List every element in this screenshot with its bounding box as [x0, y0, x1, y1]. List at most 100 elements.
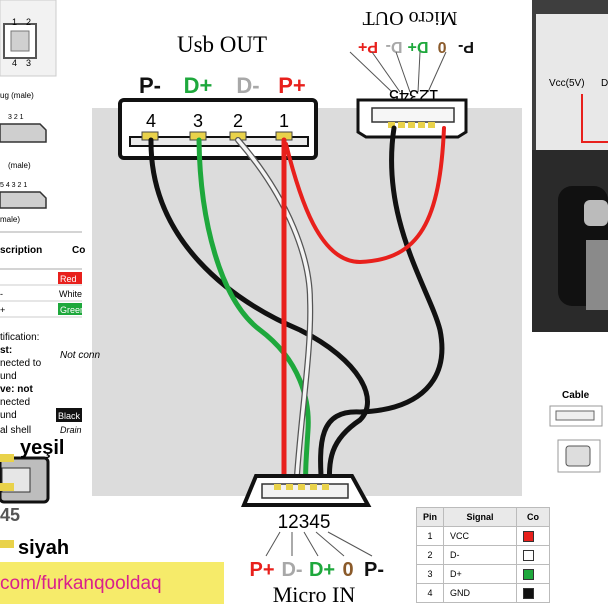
- cable-section: Cable: [549, 390, 603, 473]
- pin-color: [516, 526, 551, 546]
- not-connected-label: Not conn: [60, 350, 100, 361]
- pin-color: [516, 545, 551, 565]
- micro-out-fan-lines: [349, 51, 447, 93]
- usb-out-pin-4: 4: [146, 111, 156, 131]
- color-swatch-black: [523, 587, 535, 599]
- num-45-note: 45: [0, 505, 20, 525]
- table-row: 1 VCC: [415, 526, 551, 546]
- micro-out-connector: [356, 98, 468, 139]
- pin-color: [516, 583, 551, 603]
- pin-signal: GND: [443, 583, 518, 603]
- cable-label: Cable: [562, 390, 590, 401]
- top-number-4: 4: [12, 58, 17, 68]
- top-number-1: 1: [12, 17, 17, 27]
- pin-color: [516, 564, 551, 584]
- micro-in-pin-numbers: 12345: [278, 512, 331, 533]
- micro-in-label-d-plus: D+: [309, 559, 335, 581]
- left-annotations: yeşil 45 siyah com/furkanqooldaq: [0, 437, 224, 604]
- usb-out-label-d-minus: D-: [236, 73, 259, 98]
- table-row: 2 D-: [415, 545, 551, 565]
- pin-signal-table: Pin Signal Co 1 VCC 2 D- 3 D+ 4 GND: [415, 507, 551, 603]
- url-banner: [0, 562, 224, 604]
- wire-green: [196, 137, 311, 493]
- usb-out-label-p-minus: P-: [139, 73, 161, 98]
- micro-in-fan-lines: [265, 531, 373, 557]
- ident-line-5: ve: not: [0, 384, 33, 395]
- ident-line-1: tification:: [0, 332, 39, 343]
- wire-black-micro: [318, 125, 445, 493]
- pin-number: 4: [415, 583, 445, 603]
- pin-table-header-row: Pin Signal Co: [415, 507, 551, 527]
- wire-red-micro: [284, 126, 446, 265]
- wire-white: [236, 138, 312, 492]
- pin-number: 3: [415, 564, 445, 584]
- swatch-green: [58, 303, 82, 315]
- table-header-description: scription: [0, 245, 42, 256]
- wires: [148, 125, 446, 493]
- micro-in-label-p-minus: P-: [364, 559, 384, 581]
- top-number-3: 3: [26, 58, 31, 68]
- swatch-red: [58, 272, 82, 284]
- photo-vcc-label: Vcc(5V): [549, 78, 585, 89]
- micro-out-label-p-plus: P+: [358, 38, 378, 55]
- plug-caption-2: (male): [8, 161, 31, 170]
- micro-out-label-d-plus: D+: [408, 38, 429, 55]
- url-text: com/furkanqooldaq: [0, 573, 162, 594]
- swatch-black: [56, 408, 82, 422]
- usb-out-pin-3: 3: [193, 111, 203, 131]
- shell-value: Drain: [60, 425, 82, 435]
- ident-line-4: und: [0, 371, 17, 382]
- usb-out-pin-2: 2: [233, 111, 243, 131]
- top-number-2: 2: [26, 17, 31, 27]
- pin-signal: D-: [443, 545, 518, 565]
- mini-usb-plug-icon: [0, 123, 47, 143]
- ident-line-2: st:: [0, 345, 12, 356]
- micro-in-title: Micro IN: [273, 582, 356, 607]
- photo-panel: Vcc(5V) D: [532, 0, 608, 332]
- micro-in-connector: [241, 474, 372, 507]
- table-row: 3 D+: [415, 564, 551, 584]
- pin-number: 1: [415, 526, 445, 546]
- shell-desc: al shell: [0, 425, 31, 436]
- micro-usb-plug-icon: [0, 191, 47, 209]
- plug-caption-3: male): [0, 215, 20, 224]
- micro-out-title-group: Micro OUT: [363, 7, 458, 29]
- table-header-color: Co: [72, 245, 85, 256]
- plug-pin-row-2: 5 4 3 2 1: [0, 182, 27, 189]
- micro-out-title: Micro OUT: [363, 7, 458, 29]
- table-row: 4 GND: [415, 583, 551, 603]
- usb-out-title: Usb OUT: [177, 32, 267, 57]
- plug-caption-1: ug (male): [0, 91, 34, 100]
- color-swatch-red: [523, 530, 535, 542]
- pin-table-header-color: Co: [516, 507, 551, 527]
- micro-out-labels-group: P- 0 D+ D- P+: [358, 38, 474, 55]
- usb-out-label-d-plus: D+: [184, 73, 213, 98]
- row-black-color: Black: [58, 411, 81, 421]
- wire-black-usb: [148, 137, 370, 493]
- row-white-color: White: [59, 289, 82, 299]
- ident-line-7: und: [0, 410, 17, 421]
- row-green-color: Green: [60, 305, 85, 315]
- row-white-desc: -: [0, 289, 3, 299]
- photo-d-label: D: [601, 78, 608, 89]
- usb-out-label-p-plus: P+: [278, 73, 306, 98]
- micro-out-label-zero: 0: [437, 38, 446, 55]
- color-swatch-green: [523, 568, 535, 580]
- left-reference-panel: 1 2 4 3 ug (male) 3 2 1 (male) 5 4 3 2 1…: [0, 0, 100, 436]
- micro-out-label-d-minus: D-: [386, 38, 403, 55]
- pin-table-header-signal: Signal: [443, 507, 518, 527]
- color-swatch-white: [523, 549, 535, 561]
- pin-signal: VCC: [443, 526, 518, 546]
- usb-out-connector: 4 3 2 1: [118, 98, 318, 160]
- plug-pin-row-1: 3 2 1: [8, 114, 24, 121]
- usb-out-pin-1: 1: [279, 111, 289, 131]
- ident-line-6: nected: [0, 397, 30, 408]
- micro-in-label-zero: 0: [342, 559, 353, 581]
- ident-line-3: nected to: [0, 358, 42, 369]
- yesil-note: yeşil: [20, 437, 64, 459]
- pin-signal: D+: [443, 564, 518, 584]
- siyah-note: siyah: [18, 537, 69, 559]
- pin-table-header-pin: Pin: [415, 507, 445, 527]
- micro-in-label-p-plus: P+: [249, 559, 274, 581]
